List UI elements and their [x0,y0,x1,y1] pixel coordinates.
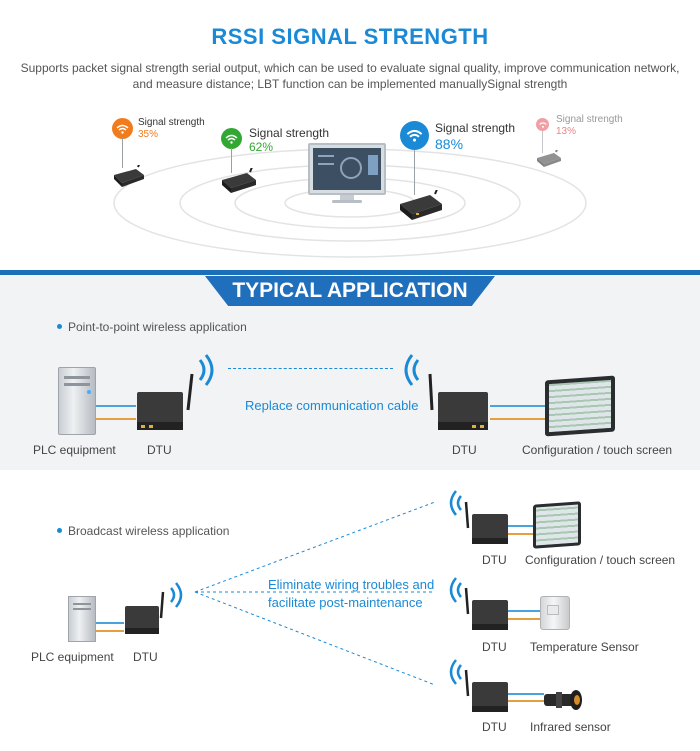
radio-waves-icon [449,490,462,516]
broadcast-text: Eliminate wiring troubles and facilitate… [268,577,435,610]
node1-dtu-label: DTU [482,553,507,567]
cable-blue [508,525,534,527]
rssi-description: Supports packet signal strength serial o… [20,61,680,91]
cable-orange [96,630,124,632]
wireless-link-line [228,368,393,369]
node2-device-label: Temperature Sensor [530,640,639,654]
dtu-icon [462,586,510,641]
signal-leader [542,131,543,153]
cable-blue [508,693,544,695]
touch-screen-icon [545,375,615,437]
radio-waves-icon [449,659,462,685]
cable-orange [96,418,136,420]
wifi-icon [112,118,133,139]
cable-orange [508,700,544,702]
signal-strength-1: Signal strength 35% [138,117,205,140]
dtu-right-icon [426,370,490,443]
dtu-right-label: DTU [452,443,477,457]
signal-strength-2: Signal strength 62% [249,126,330,154]
plc-server-icon [68,596,96,642]
broadcast-title: Broadcast wireless application [68,524,230,538]
dtu-device-icon [220,159,258,201]
wifi-icon [400,121,429,150]
cable-orange [490,418,548,420]
rssi-title: RSSI SIGNAL STRENGTH [211,24,489,49]
node1-device-label: Configuration / touch screen [525,553,676,567]
monitor-base [332,200,362,203]
dtu-device-icon [535,141,563,175]
cable-blue [96,405,136,407]
broadcast-plc-label: PLC equipment [31,650,114,664]
dtu-icon [123,588,167,645]
node2-dtu-label: DTU [482,640,507,654]
dtu-left-label: DTU [147,443,172,457]
cable-blue [490,405,548,407]
touch-screen-icon [533,501,581,549]
cable-text: Replace communication cable [245,398,419,413]
signal-leader [231,148,232,173]
typical-application-banner [205,276,495,306]
dtu-left-icon [135,370,195,443]
radio-waves-icon [198,354,214,386]
cable-orange [508,533,534,535]
signal-strength-4: Signal strength 13% [556,114,623,137]
p2p-title: Point-to-point wireless application [68,320,247,334]
bullet-dot [57,528,62,533]
node3-device-label: Infrared sensor [530,720,611,734]
wifi-icon [536,118,549,131]
signal-leader [414,150,415,195]
monitor-stand [340,195,354,201]
broadcast-dtu-label: DTU [133,650,158,664]
node3-dtu-label: DTU [482,720,507,734]
plc-server-icon [58,367,96,435]
typical-application-title: TYPICAL APPLICATION [232,279,468,302]
infrared-sensor-icon [542,684,588,719]
radio-waves-icon [170,582,183,608]
wifi-icon [221,128,242,149]
radio-waves-icon [449,577,462,603]
bullet-dot [57,324,62,329]
dtu-device-icon [398,179,444,227]
temperature-sensor-icon [540,596,570,630]
radio-waves-icon [404,354,420,386]
dtu-device-icon [112,154,146,194]
cable-blue [96,622,124,624]
signal-strength-3: Signal strength 88% [435,121,516,152]
monitor-icon [308,143,386,195]
cable-orange [508,618,540,620]
dtu-icon [462,500,510,555]
plc-label: PLC equipment [33,443,116,457]
touch-screen-label: Configuration / touch screen [522,443,673,457]
signal-leader [122,138,123,168]
cable-blue [508,610,540,612]
banner-rule [0,270,700,275]
broadcast-link-lines [194,501,436,686]
dtu-icon [462,668,510,723]
